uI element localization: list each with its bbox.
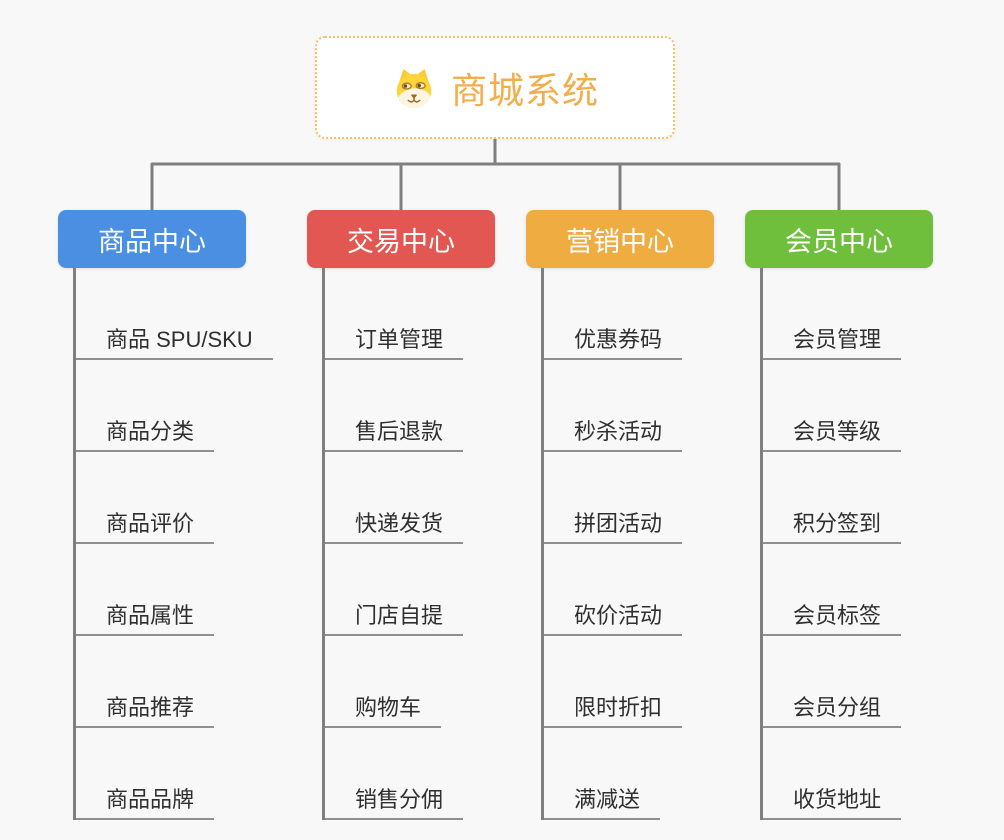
leaf-node[interactable]: 秒杀活动 — [544, 360, 683, 452]
branch-node-2[interactable]: 交易中心 — [307, 210, 495, 268]
leaf-node[interactable]: 会员标签 — [763, 544, 902, 636]
leaf-node[interactable]: 优惠券码 — [544, 268, 683, 360]
leaf-node[interactable]: 商品评价 — [76, 452, 215, 544]
leaf-node[interactable]: 会员分组 — [763, 636, 902, 728]
root-title: 商城系统 — [450, 69, 599, 111]
leaf-node[interactable]: 门店自提 — [325, 544, 464, 636]
leaf-node[interactable]: 拼团活动 — [544, 452, 683, 544]
leaf-node[interactable]: 限时折扣 — [544, 636, 683, 728]
leaf-node[interactable]: 收货地址 — [763, 728, 902, 820]
leaf-node[interactable]: 售后退款 — [325, 360, 464, 452]
leaf-node[interactable]: 满减送 — [544, 728, 661, 820]
leaf-node[interactable]: 购物车 — [325, 636, 442, 728]
branch-leaves-4: 会员管理会员等级积分签到会员标签会员分组收货地址 — [760, 268, 902, 820]
leaf-node[interactable]: 商品推荐 — [76, 636, 215, 728]
branch-node-1[interactable]: 商品中心 — [58, 210, 246, 268]
doge-icon — [396, 68, 432, 108]
leaf-node[interactable]: 销售分佣 — [325, 728, 464, 820]
leaf-node[interactable]: 会员管理 — [763, 268, 902, 360]
leaf-node[interactable]: 商品品牌 — [76, 728, 215, 820]
branch-leaves-3: 优惠券码秒杀活动拼团活动砍价活动限时折扣满减送 — [541, 268, 683, 820]
leaf-node[interactable]: 商品 SPU/SKU — [76, 268, 273, 360]
leaf-node[interactable]: 会员等级 — [763, 360, 902, 452]
branch-column-2: 交易中心订单管理售后退款快递发货门店自提购物车销售分佣 — [307, 210, 557, 820]
branch-leaves-2: 订单管理售后退款快递发货门店自提购物车销售分佣 — [322, 268, 464, 820]
branch-node-4[interactable]: 会员中心 — [745, 210, 933, 268]
branch-node-3[interactable]: 营销中心 — [526, 210, 714, 268]
branch-column-3: 营销中心优惠券码秒杀活动拼团活动砍价活动限时折扣满减送 — [526, 210, 776, 820]
branch-column-4: 会员中心会员管理会员等级积分签到会员标签会员分组收货地址 — [745, 210, 995, 820]
leaf-node[interactable]: 商品分类 — [76, 360, 215, 452]
root-node[interactable]: 商城系统 — [315, 36, 675, 139]
leaf-node[interactable]: 快递发货 — [325, 452, 464, 544]
leaf-node[interactable]: 积分签到 — [763, 452, 902, 544]
leaf-node[interactable]: 商品属性 — [76, 544, 215, 636]
leaf-node[interactable]: 砍价活动 — [544, 544, 683, 636]
leaf-node[interactable]: 订单管理 — [325, 268, 464, 360]
